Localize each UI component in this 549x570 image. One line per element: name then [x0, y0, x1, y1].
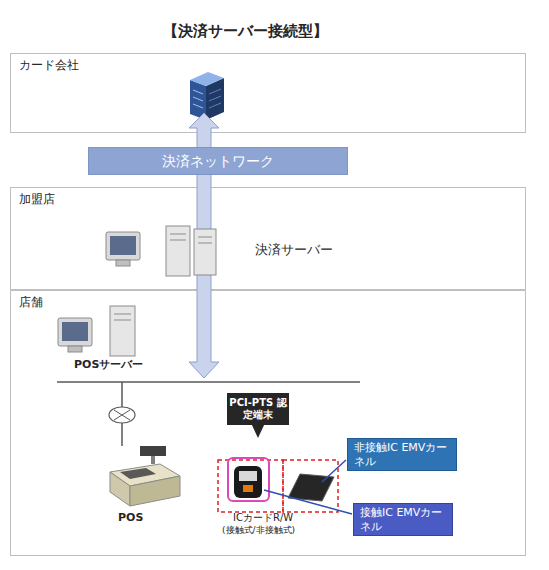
pos-server-icon: [58, 306, 135, 356]
router-cross: [114, 410, 130, 420]
node-text: 接触IC EMVカーネル: [360, 506, 446, 532]
card-terminal: [234, 466, 262, 498]
server-tower: [110, 306, 135, 356]
lan-wire: [121, 382, 123, 407]
node-text: 決済ネットワーク: [162, 153, 274, 170]
server-slot: [114, 320, 131, 321]
pos-keypad: [120, 468, 156, 479]
pos-side: [130, 476, 180, 506]
callout-box: PCI-PTS 認定端末: [227, 393, 289, 425]
pos-pole: [151, 456, 155, 464]
callout-pointer: [251, 423, 265, 438]
lan-bus: [57, 381, 360, 383]
dashed-frame: [218, 460, 283, 512]
building-roof: [190, 72, 224, 86]
pos-front: [110, 472, 130, 506]
building-icon: [190, 72, 224, 120]
server-slot: [114, 314, 131, 315]
dashed-frame: [283, 460, 338, 512]
monitor-stand: [68, 346, 82, 352]
device-label: POS: [118, 511, 143, 524]
leader-line: [322, 460, 346, 482]
contactless-pad: [288, 474, 334, 501]
monitor-stand: [116, 260, 130, 266]
diagram-title: 【決済サーバー接続型】: [150, 22, 340, 40]
server-label: POSサーバー: [74, 358, 143, 371]
building-window: [209, 103, 221, 108]
monitor: [106, 232, 140, 260]
pos-register-icon: [110, 446, 180, 506]
node-text: 非接触IC EMVカーネル: [354, 441, 450, 467]
network-banner: 決済ネットワーク: [88, 147, 348, 175]
building-window: [209, 96, 221, 101]
node-text: 加盟店: [19, 192, 55, 206]
router-cross: [114, 410, 130, 420]
section-band: 加盟店: [10, 187, 526, 290]
building-side: [206, 78, 224, 120]
server-label: 決済サーバー: [255, 242, 333, 258]
server-slot: [170, 234, 186, 235]
server-slot: [198, 243, 212, 244]
server-slot: [198, 237, 212, 238]
terminal-screen: [239, 471, 257, 481]
building-window: [193, 104, 203, 108]
kernel-box: 接触IC EMVカーネル: [353, 503, 453, 536]
device-label: ICカードR/W: [233, 512, 293, 524]
node-text: PCI-PTS 認定端末: [229, 397, 287, 421]
monitor: [58, 318, 92, 346]
building-window: [193, 90, 203, 94]
monitor-screen: [110, 236, 136, 255]
device-note: (接触式/非接触式): [222, 525, 295, 536]
highlight-frame: [228, 458, 269, 501]
leader-line: [264, 490, 352, 514]
pos-top: [110, 464, 180, 486]
server-tower: [194, 229, 216, 275]
payment-server-icon: [106, 226, 216, 276]
building-window: [193, 97, 203, 101]
pos-display: [140, 446, 166, 456]
section-band: カード会社: [10, 53, 526, 133]
lan-wire: [121, 423, 123, 446]
terminal-slot: [243, 485, 253, 492]
building-window: [209, 89, 221, 94]
monitor-screen: [62, 322, 88, 341]
router-symbol: [109, 407, 135, 423]
node-text: カード会社: [19, 58, 79, 72]
building-face: [190, 80, 206, 120]
server-tower: [166, 226, 190, 276]
server-slot: [170, 240, 186, 241]
kernel-box: 非接触IC EMVカーネル: [347, 438, 457, 471]
node-text: 店舗: [19, 295, 43, 309]
